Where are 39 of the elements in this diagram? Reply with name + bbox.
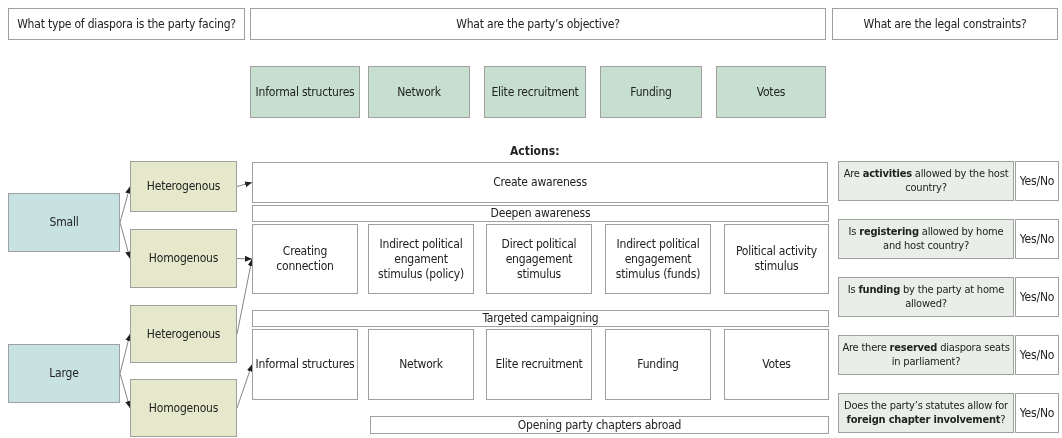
objective-box: Funding bbox=[600, 66, 702, 118]
answer-box: Yes/No bbox=[1015, 219, 1059, 259]
answer-box: Yes/No bbox=[1015, 393, 1059, 433]
action-box: Indirect political engament stimulus (policy) bbox=[368, 224, 474, 294]
group-heading-band: Targeted campaigning bbox=[252, 310, 829, 327]
answer-box: Yes/No bbox=[1015, 277, 1059, 317]
objective-box: Votes bbox=[716, 66, 826, 118]
action-box: Funding bbox=[605, 329, 711, 400]
diaspora-type-box: Heterogenous bbox=[130, 161, 237, 212]
header-box: What type of diaspora is the party facing? bbox=[8, 8, 245, 40]
action-box: Create awareness bbox=[252, 162, 828, 203]
diaspora-type-box: Homogenous bbox=[130, 379, 237, 437]
objective-box: Network bbox=[368, 66, 470, 118]
objective-box: Informal structures bbox=[250, 66, 360, 118]
diaspora-type-box: Heterogenous bbox=[130, 305, 237, 363]
action-box: Elite recruitment bbox=[486, 329, 592, 400]
diaspora-type-box: Homogenous bbox=[130, 229, 237, 288]
header-box: What are the legal constraints? bbox=[832, 8, 1058, 40]
question-box: Is funding by the party at home allowed? bbox=[838, 277, 1014, 317]
action-box: Creating connection bbox=[252, 224, 358, 294]
group-heading-band: Deepen awareness bbox=[252, 205, 829, 222]
action-box: Opening party chapters abroad bbox=[370, 416, 829, 434]
objective-box: Elite recruitment bbox=[484, 66, 586, 118]
action-box: Direct political engagement stimulus bbox=[486, 224, 592, 294]
header-box: What are the party’s objective? bbox=[250, 8, 826, 40]
diaspora-size-box: Small bbox=[8, 193, 120, 252]
answer-box: Yes/No bbox=[1015, 335, 1059, 375]
action-box: Network bbox=[368, 329, 474, 400]
section-label: Actions: bbox=[510, 144, 560, 158]
action-box: Political activity stimulus bbox=[724, 224, 829, 294]
question-box: Does the party’s statutes allow for foreign chapter involvement? bbox=[838, 393, 1014, 433]
question-box: Are there reserved diaspora seats in parliament? bbox=[838, 335, 1014, 375]
answer-box: Yes/No bbox=[1015, 161, 1059, 201]
action-box: Indirect political engagement stimulus (funds) bbox=[605, 224, 711, 294]
question-box: Is registering allowed by home and host country? bbox=[838, 219, 1014, 259]
diaspora-size-box: Large bbox=[8, 344, 120, 403]
action-box: Votes bbox=[724, 329, 829, 400]
question-box: Are activities allowed by the host country? bbox=[838, 161, 1014, 201]
action-box: Informal structures bbox=[252, 329, 358, 400]
